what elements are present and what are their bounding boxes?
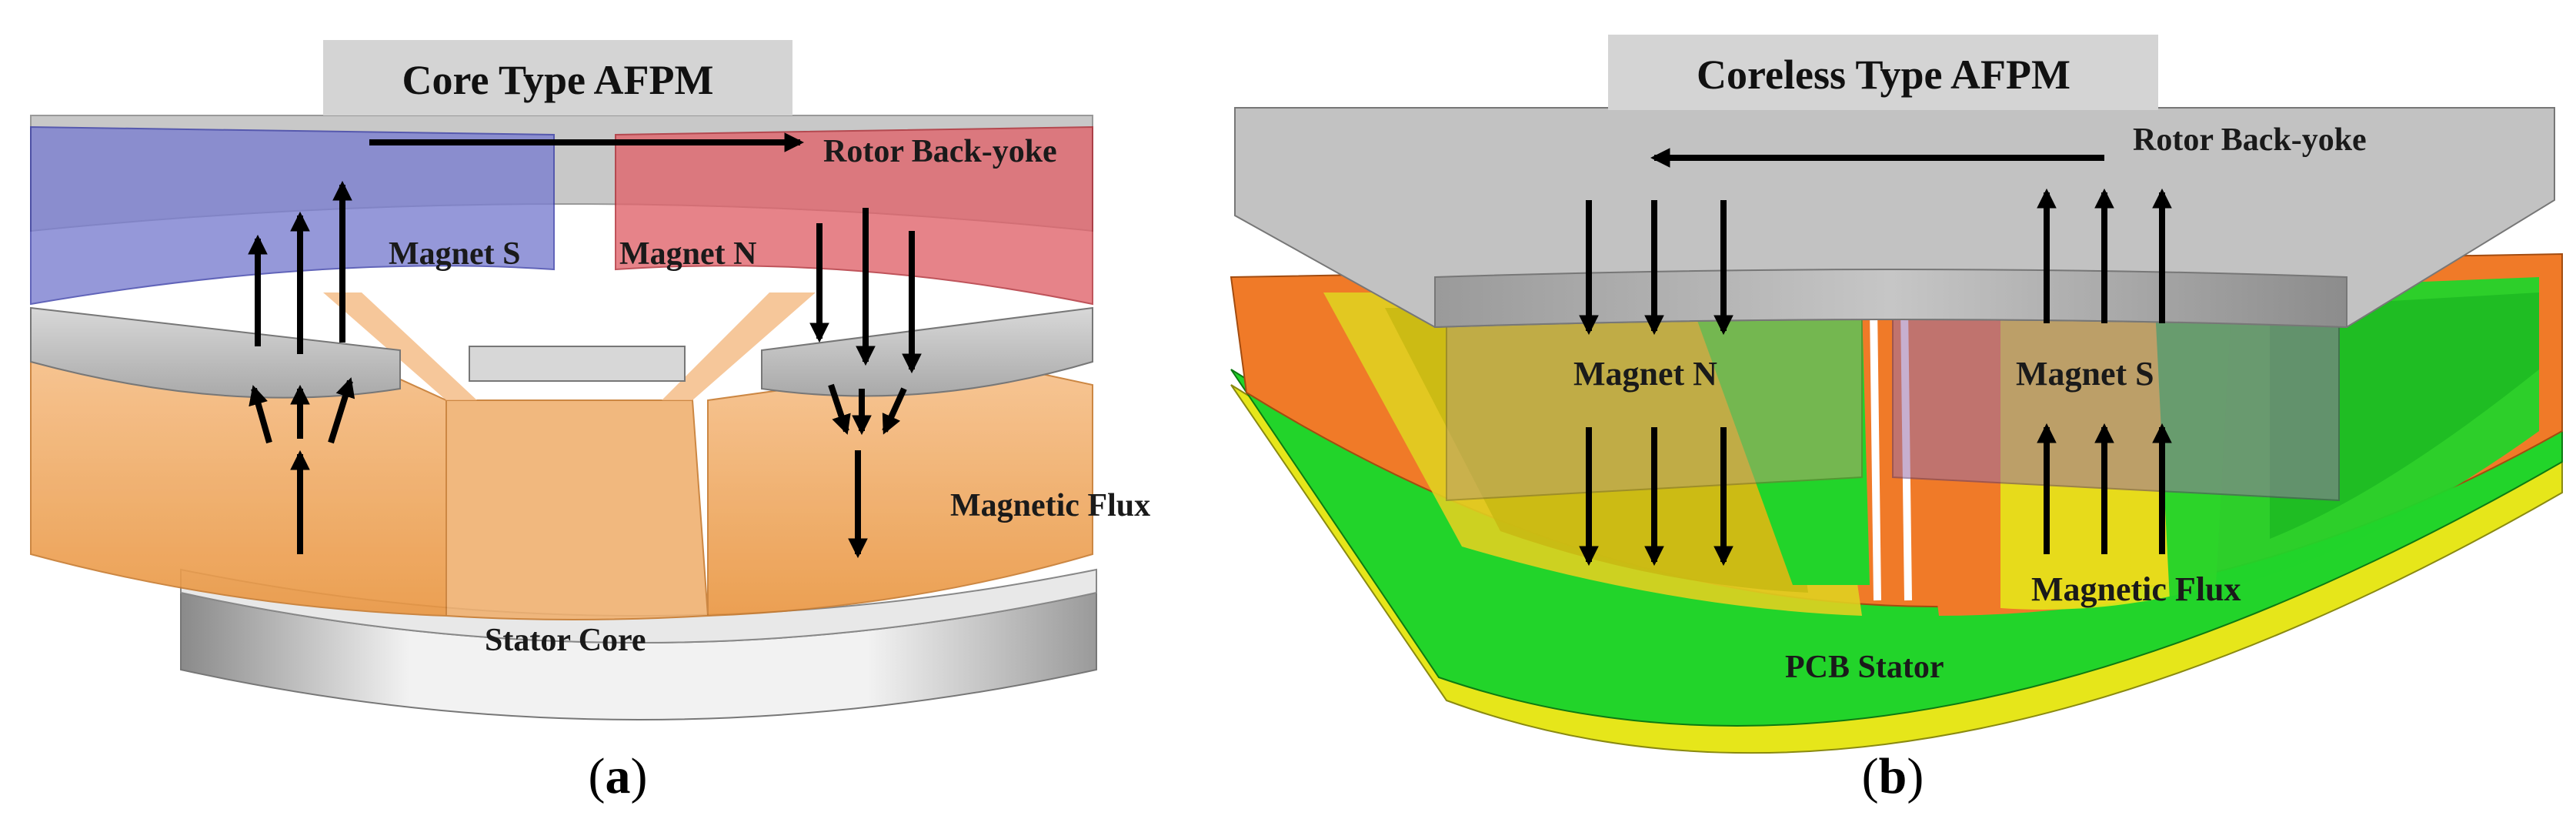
panel-a-stator-label: Stator Core xyxy=(485,623,646,658)
panel-b-rotor-label: Rotor Back-yoke xyxy=(2133,122,2367,158)
rotor-back-yoke-b-front xyxy=(1434,269,2347,329)
magnet-n-block xyxy=(615,125,1093,306)
panel-a-rotor-label: Rotor Back-yoke xyxy=(823,134,1057,169)
panel-b-flux-arrows xyxy=(1579,148,2172,567)
pole-shoe-left xyxy=(30,306,401,399)
pole-shoe-center xyxy=(469,346,686,382)
flux-arrow-tooth-down-1 xyxy=(828,383,851,435)
panel-b-magnet-s-label: Magnet S xyxy=(2016,355,2154,393)
panel-a-caption: (a) xyxy=(589,748,648,804)
panel-b-flux-label: Magnetic Flux xyxy=(2031,570,2241,608)
panel-a-flux-arrows xyxy=(248,132,922,559)
panel-a: Core Type AFPM Rotor Back-yoke Magnet S … xyxy=(30,40,1150,804)
flux-arrow-tooth-up-4 xyxy=(328,377,355,444)
panel-a-magnet-n-label: Magnet N xyxy=(619,236,756,272)
panel-b-magnet-n-label: Magnet N xyxy=(1573,355,1717,393)
panel-a-flux-label: Magnetic Flux xyxy=(950,488,1150,523)
magnet-s-block-b xyxy=(1892,315,2340,502)
panel-b-title-box xyxy=(1608,35,2158,110)
panel-a-title-box xyxy=(323,40,792,115)
panel-b-caption: (b) xyxy=(1862,748,1924,804)
pole-shoe-right xyxy=(761,306,1093,397)
flux-arrow-tooth-down-3 xyxy=(882,387,907,435)
flux-arrow-tooth-up-2 xyxy=(249,385,272,444)
panel-a-magnet-s-label: Magnet S xyxy=(389,236,521,272)
magnet-s-block xyxy=(30,125,555,306)
panel-b-title: Coreless Type AFPM xyxy=(1697,52,2070,98)
panel-b-stator-label: PCB Stator xyxy=(1785,650,1944,685)
panel-b: Coreless Type AFPM Rotor Back-yoke Magne… xyxy=(1230,35,2563,804)
panel-a-title: Core Type AFPM xyxy=(402,57,714,103)
